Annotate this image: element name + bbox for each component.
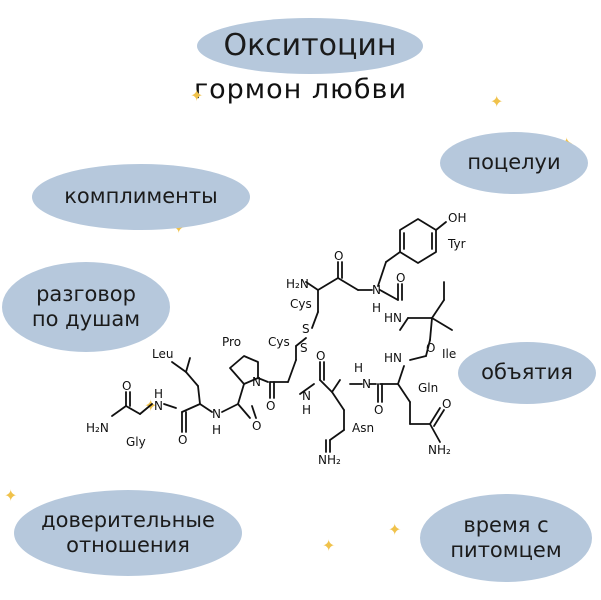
label-n: N	[372, 283, 381, 297]
bubble-label: по душам	[31, 307, 141, 331]
label-n: N	[252, 375, 261, 389]
label-n: N	[302, 389, 311, 403]
label-o: O	[252, 419, 261, 433]
label-o: O	[316, 349, 325, 363]
label-hn: HN	[384, 311, 402, 325]
label-o: O	[442, 397, 451, 411]
label-oh: OH	[448, 211, 466, 225]
label-o: O	[178, 433, 187, 447]
bubble-label: время с	[463, 512, 549, 537]
bubble-compliments: комплименты	[32, 164, 250, 230]
bubble-label: объятия	[481, 360, 573, 385]
bubble-label: питомцем	[450, 538, 562, 562]
label-gly: Gly	[126, 435, 146, 449]
bubble-kisses: поцелуи	[440, 132, 588, 194]
label-h2n-top: H₂N	[286, 277, 309, 291]
sparkle-icon: ✦	[190, 86, 204, 105]
label-n: N	[212, 407, 221, 421]
bubble-label: поцелуи	[467, 150, 561, 175]
label-o: O	[396, 271, 405, 285]
title-oval: Окситоцин	[197, 18, 423, 74]
label-h: H	[354, 361, 363, 375]
label-nh2-gln: NH₂	[428, 443, 451, 457]
bubble-trust: доверительные отношения	[14, 490, 242, 576]
page-subtitle: гормон любви	[193, 74, 408, 105]
label-o: O	[334, 249, 343, 263]
label-cys-left: Cys	[268, 335, 290, 349]
label-h: H	[372, 301, 381, 315]
bubble-label: разговор	[36, 281, 136, 306]
label-n: N	[154, 399, 163, 413]
sparkle-icon: ✦	[388, 520, 402, 539]
label-o: O	[426, 341, 435, 355]
label-s2: S	[300, 341, 308, 355]
bubble-pet: время с питомцем	[420, 494, 592, 582]
bubble-label: отношения	[66, 533, 190, 557]
label-pro: Pro	[222, 335, 241, 349]
molecule-bonds	[111, 218, 453, 453]
label-cys-top: Cys	[290, 297, 312, 311]
label-asn: Asn	[352, 421, 374, 435]
label-nh2-asn: NH₂	[318, 453, 341, 467]
sparkle-icon: ✦	[322, 536, 336, 555]
label-leu: Leu	[152, 347, 173, 361]
label-s1: S	[302, 322, 310, 336]
label-h: H	[154, 387, 163, 401]
label-hn: HN	[384, 351, 402, 365]
bubble-hugs: объятия	[458, 342, 596, 404]
page-title: Окситоцин	[223, 28, 397, 63]
label-h: H	[302, 403, 311, 417]
label-ile: Ile	[442, 347, 456, 361]
sparkle-icon: ✦	[490, 92, 504, 111]
label-o: O	[122, 379, 131, 393]
label-h2n-gly: H₂N	[86, 421, 109, 435]
molecule-labels: OH Tyr H₂N Cys O N H O S S Cys HN Ile O …	[86, 211, 466, 467]
bubble-label: доверительные	[41, 507, 215, 532]
label-n: N	[362, 377, 371, 391]
label-gln: Gln	[418, 381, 438, 395]
label-tyr: Tyr	[447, 237, 466, 251]
label-h: H	[212, 423, 221, 437]
sparkle-icon: ✦	[4, 486, 18, 505]
label-o: O	[266, 399, 275, 413]
bubble-label: комплименты	[64, 184, 218, 209]
bubble-heart-talk: разговор по душам	[2, 262, 170, 352]
label-o: O	[374, 403, 383, 417]
